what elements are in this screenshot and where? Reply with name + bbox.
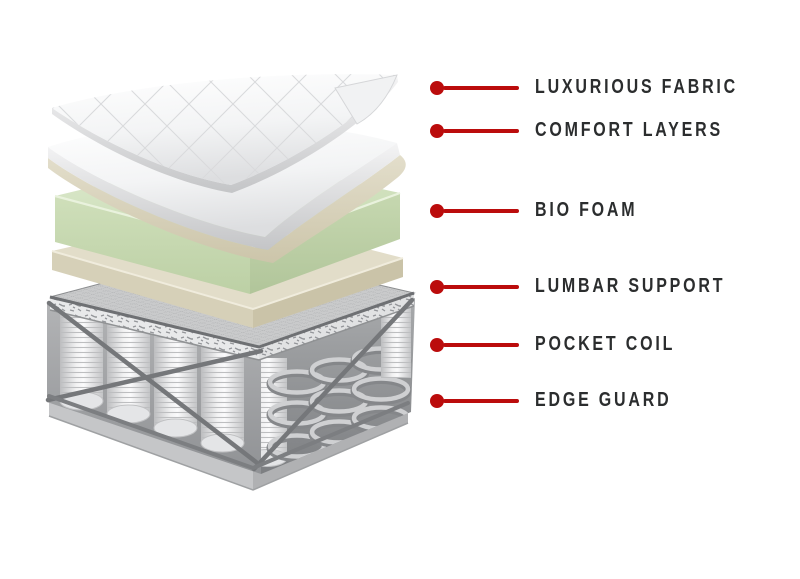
wrapped-coil <box>153 332 198 438</box>
callout-line <box>443 209 519 213</box>
callout-line <box>443 86 519 90</box>
callout-dot <box>430 81 444 95</box>
callout-dot <box>430 280 444 294</box>
callout-dot <box>430 124 444 138</box>
callout-label: LUXURIOUS FABRIC <box>535 76 739 99</box>
callout-label: EDGE GUARD <box>535 389 672 412</box>
callout-line <box>443 129 519 133</box>
wrapped-coil <box>381 306 411 378</box>
callout-line <box>443 285 519 289</box>
callout-label: LUMBAR SUPPORT <box>535 275 726 298</box>
wrapped-coil <box>106 321 151 424</box>
callout-line <box>443 399 519 403</box>
callout-label: POCKET COIL <box>535 333 676 356</box>
callout-dot <box>430 204 444 218</box>
callout-dot <box>430 338 444 352</box>
callout-dot <box>430 394 444 408</box>
edge-guard-graphic <box>45 297 415 472</box>
callout-label: BIO FOAM <box>535 199 638 222</box>
mattress-illustration <box>45 74 416 491</box>
callout-line <box>443 343 519 347</box>
callout-label: COMFORT LAYERS <box>535 119 723 142</box>
